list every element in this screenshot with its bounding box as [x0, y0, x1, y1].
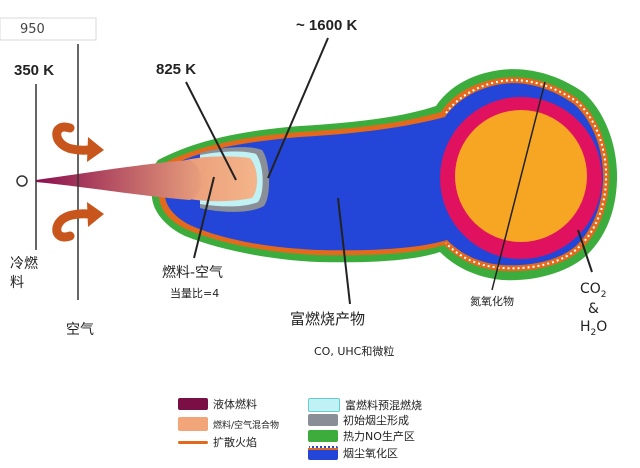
legend-item-initial-soot: 初始烟尘形成 — [308, 414, 409, 426]
swirl-arrowhead-top — [87, 137, 104, 162]
legend-label-diffusion-flame: 扩散火焰 — [213, 436, 257, 449]
legend-item-thermal-no: 热力NO生产区 — [308, 430, 415, 442]
products-list-label: CO, UHC和微粒 — [314, 345, 395, 358]
swirl-arrowhead-bottom — [87, 202, 104, 227]
legend-label-thermal-no: 热力NO生产区 — [343, 429, 415, 443]
injector-icon — [16, 175, 28, 187]
legend-swatch-rich-premix — [308, 398, 340, 412]
legend-label-liquid-fuel: 液体燃料 — [213, 397, 257, 411]
temp-825-label: 825 K — [156, 61, 197, 78]
temp-1600-label: ~ 1600 K — [296, 17, 358, 34]
rich-products-label: 富燃烧产物 — [290, 310, 366, 328]
leader-nox — [491, 81, 546, 291]
legend-label-soot-oxidation: 烟尘氧化区 — [343, 446, 398, 460]
legend-item-rich-premix: 富燃料预混燃烧 — [308, 398, 422, 412]
legend-item-fuel-air-mix: 燃料/空气混合物 — [178, 416, 279, 431]
legend-label-rich-premix: 富燃料预混燃烧 — [345, 398, 422, 412]
cold-fuel-label-line1: 冷燃 — [10, 256, 38, 272]
liquid-fuel-spray — [36, 160, 202, 200]
co2-label: CO2 — [580, 281, 607, 300]
legend-swatch-soot-oxidation — [308, 446, 338, 460]
temp-950-box — [0, 17, 97, 41]
leader-825 — [185, 81, 237, 181]
soot-oxidation-boundary — [445, 79, 608, 270]
legend-item-soot-oxidation: 烟尘氧化区 — [308, 446, 398, 460]
cold-fuel-label-line2: 料 — [10, 275, 24, 291]
and-label: & — [588, 301, 599, 317]
leader-fuel-air — [193, 176, 215, 259]
legend-swatch-diffusion-flame — [178, 441, 208, 444]
temp-950-label: 950 — [20, 22, 45, 37]
legend-label-initial-soot: 初始烟尘形成 — [343, 413, 409, 427]
legend-swatch-initial-soot — [308, 414, 338, 426]
air-label: 空气 — [66, 322, 94, 338]
fuel-air-label: 燃料-空气 — [162, 265, 224, 281]
legend-item-diffusion-flame: 扩散火焰 — [178, 437, 257, 448]
temp-350-label: 350 K — [14, 62, 55, 79]
legend-item-liquid-fuel: 液体燃料 — [178, 398, 257, 410]
equivalence-ratio-label: 当量比=4 — [170, 287, 220, 300]
leader-1600 — [267, 37, 329, 179]
leader-rich-products — [337, 197, 351, 305]
legend-swatch-liquid-fuel — [178, 398, 208, 410]
nitrogen-oxides-label: 氮氧化物 — [470, 295, 514, 308]
h2o-label: H2O — [580, 319, 608, 338]
legend-swatch-fuel-air-mix — [178, 416, 208, 431]
legend-label-fuel-air-mix: 燃料/空气混合物 — [213, 421, 280, 431]
legend-swatch-thermal-no — [308, 430, 338, 442]
leader-co2 — [577, 229, 593, 273]
